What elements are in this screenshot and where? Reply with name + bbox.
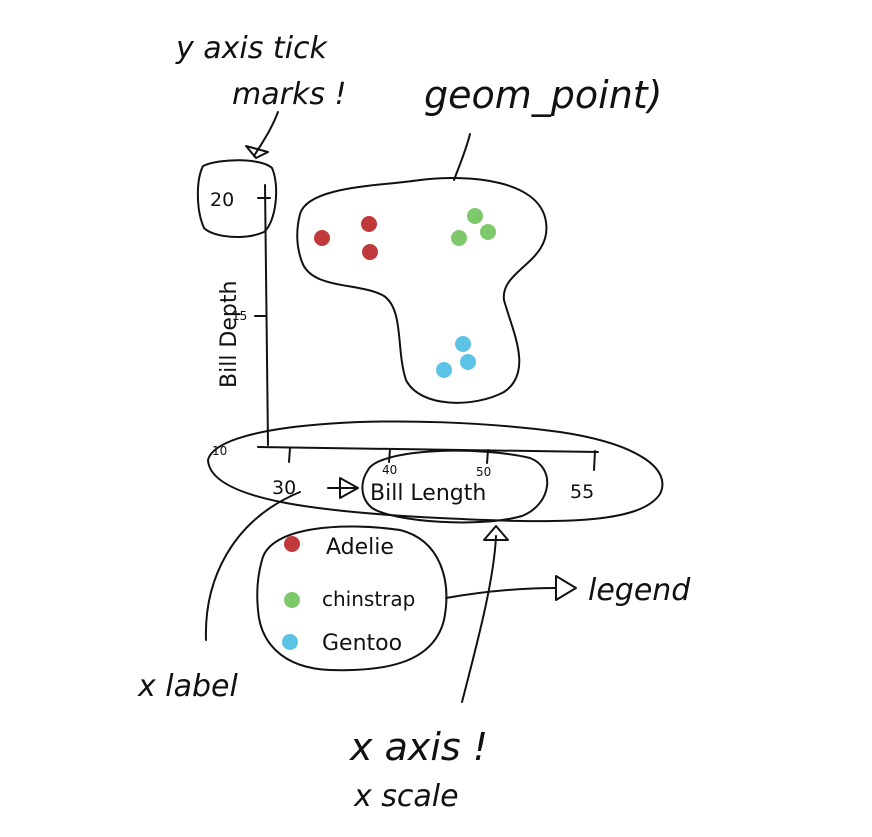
point-chinstrap <box>480 224 496 240</box>
x-tick-30 <box>288 447 291 463</box>
y-axis-label: Bill Depth <box>217 281 242 388</box>
x-axis-annotation-line <box>461 535 497 703</box>
x-axis-annotation-arrowhead <box>483 525 509 541</box>
legend-key-adelie <box>284 536 300 552</box>
x-tick-label-50: 50 <box>476 465 491 479</box>
x-tick-label-55: 55 <box>570 481 594 503</box>
legend-annotation: legend <box>588 573 691 608</box>
point-gentoo <box>436 362 452 378</box>
x-axis-line <box>257 446 599 453</box>
legend: Adelie chinstrap Gentoo <box>282 535 415 656</box>
point-adelie <box>361 216 377 232</box>
x-label-annotation: x label <box>137 669 239 704</box>
point-chinstrap <box>451 230 467 246</box>
geom-point-annotation: geom_point) <box>424 73 663 117</box>
x-label-pointer-arrowhead <box>339 477 359 499</box>
x-axis-highlight-ellipse <box>207 420 664 523</box>
point-gentoo <box>460 354 476 370</box>
y-tick-label-15: 15 <box>232 309 247 323</box>
x-tick-label-40: 40 <box>382 463 397 477</box>
y-tick-label-20: 20 <box>210 189 234 211</box>
point-adelie <box>314 230 330 246</box>
geom-point-annotation-line <box>453 133 471 181</box>
y-axis-line <box>264 184 269 446</box>
legend-annotation-line <box>445 587 557 599</box>
point-chinstrap <box>467 208 483 224</box>
y-tick-arrowhead <box>245 145 269 159</box>
y-tick-label-10: 10 <box>212 444 227 458</box>
y-axis-tick-annotation-line2: marks ! <box>232 77 347 112</box>
geom-point-highlight-blob <box>296 177 548 404</box>
legend-label-gentoo: Gentoo <box>322 631 402 656</box>
x-tick-label-30: 30 <box>272 477 296 499</box>
legend-key-gentoo <box>282 634 298 650</box>
x-axis-label: Bill Length <box>370 481 486 506</box>
point-gentoo <box>455 336 471 352</box>
x-tick-40 <box>388 448 391 463</box>
legend-key-chinstrap <box>284 592 300 608</box>
y-axis-tick-annotation-line1: y axis tick <box>175 31 329 66</box>
x-label-annotation-line <box>204 491 301 641</box>
x-tick-55 <box>593 450 596 471</box>
x-label-highlight-ellipse <box>361 449 549 524</box>
y-tick-highlight-circle <box>196 159 278 238</box>
x-axis-annotation: x axis ! <box>349 725 488 769</box>
y-tick-annotation-arrow <box>253 111 279 157</box>
legend-label-adelie: Adelie <box>326 535 394 560</box>
point-adelie <box>362 244 378 260</box>
legend-annotation-arrowhead <box>555 575 577 601</box>
legend-label-chinstrap: chinstrap <box>322 587 415 611</box>
legend-highlight-blob <box>256 525 448 672</box>
x-scale-annotation: x scale <box>353 779 459 814</box>
